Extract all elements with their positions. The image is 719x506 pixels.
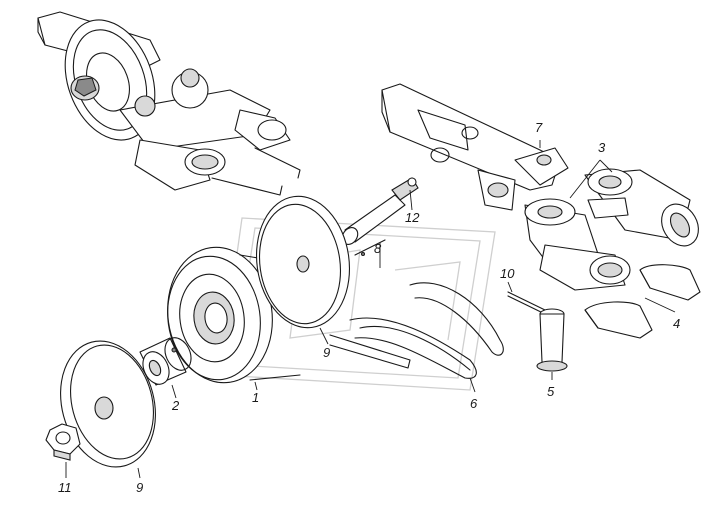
part-1-pulley <box>167 246 301 384</box>
leader-lines <box>65 140 676 479</box>
part-4-wedges <box>584 264 701 339</box>
callout-4: 4 <box>673 316 680 331</box>
assembled-tensioner-unit <box>37 11 301 196</box>
callout-11: 11 <box>58 480 72 495</box>
callout-5: 5 <box>547 384 555 399</box>
part-5-pin <box>536 308 568 372</box>
callout-7: 7 <box>535 120 543 135</box>
callout-9-upper: 9 <box>323 345 330 360</box>
callout-12: 12 <box>405 210 420 225</box>
part-3-clamp-pair <box>524 168 699 291</box>
part-10-cotter-pin <box>507 291 546 315</box>
part-8-pin <box>354 239 386 256</box>
callout-2: 2 <box>171 398 180 413</box>
callout-9-lower: 9 <box>136 480 143 495</box>
callout-1: 1 <box>252 390 259 405</box>
part-9-lower-disc <box>60 340 156 468</box>
part-7-bracket <box>381 83 569 211</box>
callout-10: 10 <box>500 266 515 281</box>
callout-8: 8 <box>374 241 382 256</box>
callout-3: 3 <box>598 140 606 155</box>
callout-labels: 1 2 3 4 5 6 7 8 9 9 10 11 12 <box>58 120 680 495</box>
part-6-u-bolt <box>329 282 504 379</box>
part-11-nut <box>45 423 81 461</box>
part-12-grease-pin <box>341 177 419 245</box>
callout-6: 6 <box>470 396 478 411</box>
part-9-upper-disc <box>255 195 351 329</box>
